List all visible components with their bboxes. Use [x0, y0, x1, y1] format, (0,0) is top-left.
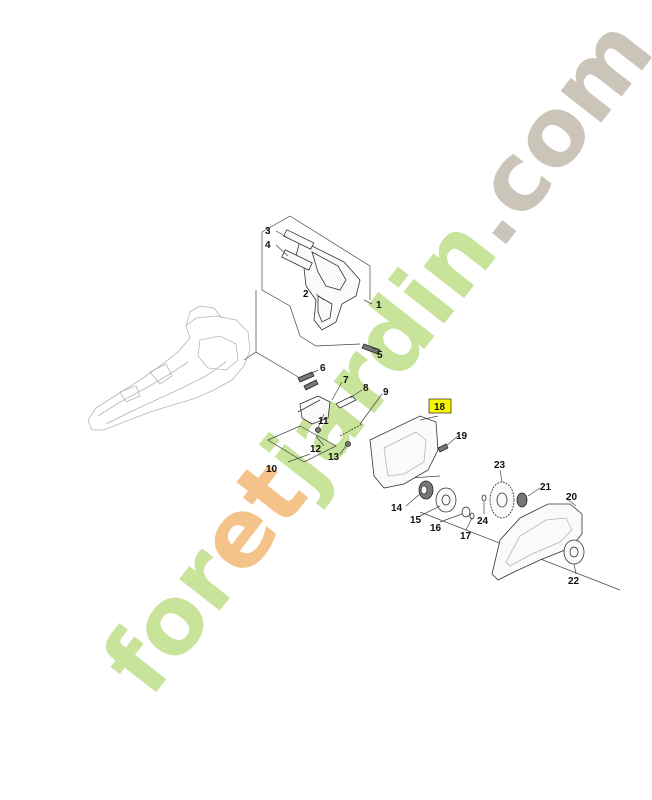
handle-grip-part-4: [281, 249, 313, 271]
part-label-1[interactable]: 1: [376, 300, 382, 311]
part-label-19[interactable]: 19: [456, 431, 468, 442]
svg-text:foretjardin.com: foretjardin.com: [82, 0, 652, 714]
handle-cover-part-3: [283, 229, 315, 250]
screw-part-6: [297, 371, 319, 391]
sprocket-cover-part-20: [491, 503, 583, 581]
washer-part-16: [461, 506, 471, 518]
part-label-3[interactable]: 3: [265, 226, 271, 237]
pin-part-13: [345, 441, 351, 447]
clutch-part-14: [418, 480, 434, 500]
part-label-16[interactable]: 16: [430, 523, 442, 534]
part-label-15[interactable]: 15: [410, 515, 422, 526]
screw-part-5: [361, 343, 381, 355]
part-label-10[interactable]: 10: [266, 464, 278, 475]
clip-part-17: [469, 512, 475, 520]
part-label-5[interactable]: 5: [377, 350, 383, 361]
screw-part-19: [437, 443, 449, 453]
part-label-20[interactable]: 20: [566, 492, 578, 503]
highlight-box-18: [428, 398, 452, 414]
leader-lines: [275, 230, 577, 575]
part-label-9[interactable]: 9: [383, 387, 389, 398]
part-label-4[interactable]: 4: [265, 240, 271, 251]
sprocket-part-23: [489, 481, 515, 519]
spring-part-8: [335, 395, 357, 409]
part-label-18[interactable]: 18: [434, 402, 446, 413]
part-label-17[interactable]: 17: [460, 531, 472, 542]
part-label-7[interactable]: 7: [343, 375, 349, 386]
part-label-14[interactable]: 14: [391, 503, 403, 514]
part-label-6[interactable]: 6: [320, 363, 326, 374]
pin-part-11: [315, 427, 321, 433]
part-label-22[interactable]: 22: [568, 576, 580, 587]
chainsaw-body-outline: [87, 305, 251, 431]
watermark: foretjardin.com: [82, 0, 652, 714]
knob-part-22: [563, 539, 585, 565]
chain-sprocket-cover-part-18: [369, 415, 439, 489]
washer-part-24: [481, 494, 487, 502]
part-label-11[interactable]: 11: [318, 416, 329, 427]
assembly-guide-lines: [243, 215, 621, 591]
nut-part-21: [516, 492, 528, 508]
clutch-drum-part-15: [435, 487, 457, 513]
spring-part-9: [339, 423, 363, 437]
part-label-23[interactable]: 23: [494, 460, 506, 471]
part-label-2[interactable]: 2: [303, 289, 309, 300]
part-label-13[interactable]: 13: [328, 452, 340, 463]
part-label-12[interactable]: 12: [310, 444, 322, 455]
part-label-8[interactable]: 8: [363, 383, 369, 394]
part-label-24[interactable]: 24: [477, 516, 489, 527]
part-labels: 3 4 2 1 5 6 7 8 9 11 12 13 10 18 19 23 2…: [265, 226, 580, 587]
part-label-21[interactable]: 21: [540, 482, 552, 493]
